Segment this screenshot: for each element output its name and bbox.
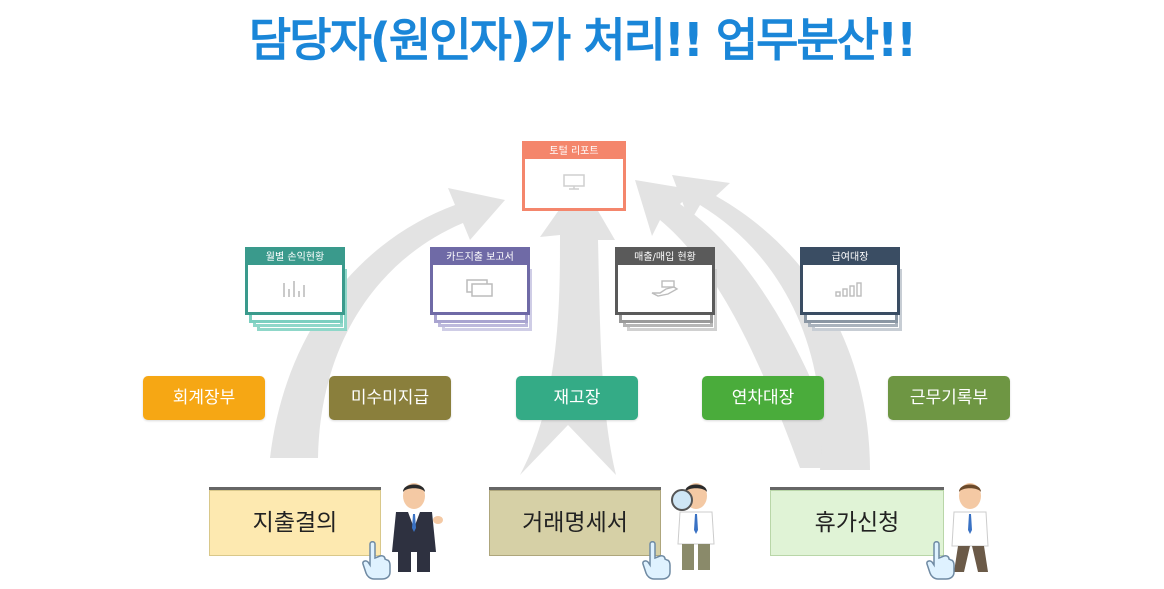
- ledger-attendance: 근무기록부: [888, 376, 1010, 420]
- ledger-annual-leave: 연차대장: [702, 376, 824, 420]
- report-card-sales-purchase: 매출/매입 현황: [615, 247, 717, 337]
- task-leave-request: 휴가신청: [770, 487, 944, 556]
- hand-pointer-icon: [640, 540, 672, 584]
- businessman-leaning-icon: [940, 480, 1000, 579]
- page-title: 담당자(원인자)가 처리!! 업무분산!!: [248, 13, 917, 67]
- growth-chart-icon: [834, 278, 866, 302]
- ledger-accounting: 회계장부: [143, 376, 265, 420]
- report-card-payroll: 급여대장: [800, 247, 902, 337]
- report-card-title: 토털 리포트: [525, 144, 623, 159]
- businessman-magnifier-icon: [664, 478, 724, 577]
- ledger-inventory: 재고장: [516, 376, 638, 420]
- report-card-title: 카드지출 보고서: [433, 250, 527, 265]
- task-label: 휴가신청: [814, 510, 900, 536]
- bar-chart-icon: [281, 278, 309, 302]
- hand-pointer-icon: [360, 540, 392, 584]
- hand-pointer-icon: [924, 540, 956, 584]
- task-expense-resolution: 지출결의: [209, 487, 381, 556]
- businessman-icon: [384, 480, 444, 579]
- report-card-monthly-pl: 월별 손익현황: [245, 247, 347, 337]
- ledger-receivable-payable: 미수미지급: [329, 376, 451, 420]
- report-card-total: 토털 리포트: [522, 141, 626, 211]
- task-transaction-statement: 거래명세서: [489, 487, 661, 556]
- report-card-card-expense: 카드지출 보고서: [430, 247, 532, 337]
- hand-money-icon: [650, 278, 680, 302]
- task-label: 거래명세서: [522, 510, 628, 536]
- report-card-title: 월별 손익현황: [248, 250, 342, 265]
- cards-icon: [465, 278, 495, 302]
- report-card-title: 매출/매입 현황: [618, 250, 712, 265]
- monitor-icon: [563, 174, 585, 194]
- report-card-title: 급여대장: [803, 250, 897, 265]
- task-label: 지출결의: [252, 510, 338, 536]
